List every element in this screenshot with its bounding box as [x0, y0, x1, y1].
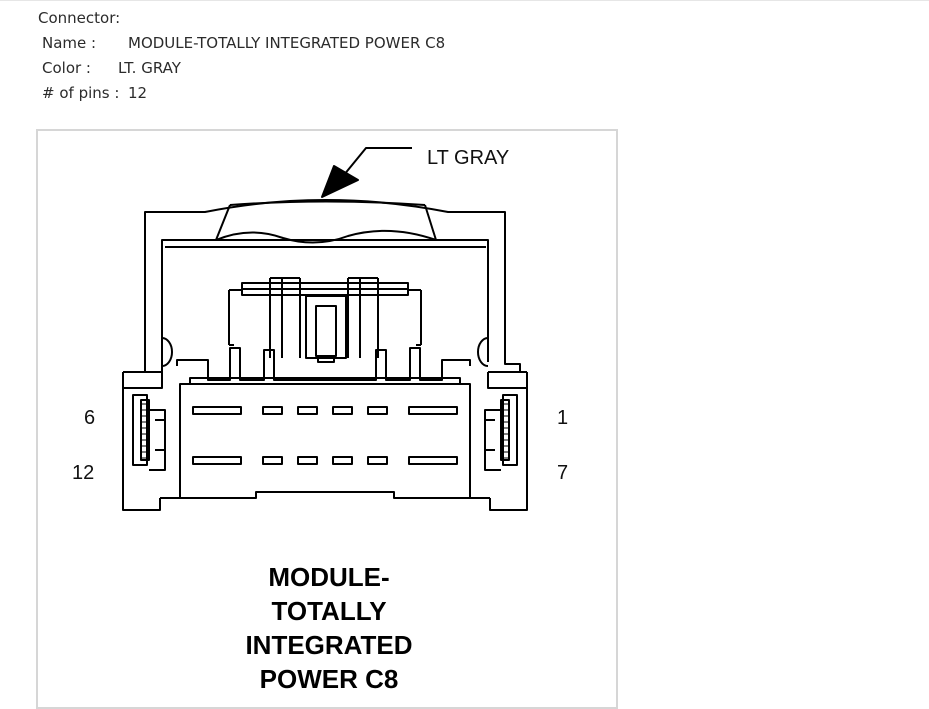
lock-hatching: [141, 403, 509, 459]
connector-heading: Connector:: [38, 9, 121, 27]
connector-outline: [122, 147, 528, 511]
title-line-1: MODULE-: [268, 562, 389, 592]
pin-label-6: 6: [84, 407, 95, 429]
callout-arrow: [321, 165, 359, 198]
connector-title: MODULE- TOTALLY INTEGRATED POWER C8: [245, 562, 412, 694]
pin-label-1: 1: [557, 407, 568, 429]
connector-diagram-panel: LT GRAY 6 12 1 7 MODULE- TOTALLY INTEGRA…: [36, 129, 618, 709]
pin-label-7: 7: [557, 462, 568, 484]
title-line-4: POWER C8: [260, 664, 399, 694]
title-line-3: INTEGRATED: [245, 630, 412, 660]
pin-label-12: 12: [72, 462, 94, 484]
title-line-2: TOTALLY: [271, 596, 386, 626]
name-label: Name :: [42, 34, 97, 52]
name-value: MODULE-TOTALLY INTEGRATED POWER C8: [128, 34, 446, 52]
color-label: Color :: [42, 59, 91, 77]
top-divider: [0, 0, 929, 1]
color-value: LT. GRAY: [118, 59, 181, 77]
color-callout-label: LT GRAY: [427, 147, 509, 169]
pins-label: # of pins :: [42, 84, 120, 102]
pins-value: 12: [128, 84, 148, 102]
